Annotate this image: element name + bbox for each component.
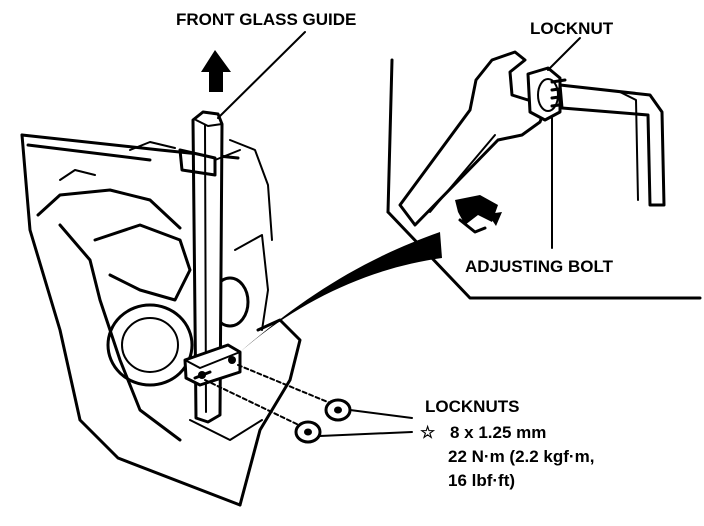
door-panel xyxy=(20,133,302,507)
locknut-lower-1 xyxy=(324,398,352,422)
label-locknut: LOCKNUT xyxy=(530,19,614,38)
up-arrow-icon xyxy=(201,50,231,92)
leader-lines xyxy=(217,31,581,437)
label-front-glass-guide: FRONT GLASS GUIDE xyxy=(176,10,356,29)
label-locknuts-torque-2: 16 lbf·ft) xyxy=(448,471,515,490)
label-adjusting-bolt: ADJUSTING BOLT xyxy=(465,257,614,276)
assembly-lines xyxy=(204,364,336,429)
star-icon: ☆ xyxy=(420,423,436,442)
label-locknuts-size: 8 x 1.25 mm xyxy=(450,423,546,442)
label-locknuts: LOCKNUTS xyxy=(425,397,519,416)
locknut-lower-2 xyxy=(294,420,322,444)
adjusting-bolt-inset xyxy=(550,78,666,207)
locknut-inset xyxy=(526,66,562,122)
label-locknuts-torque-1: 22 N·m (2.2 kgf·m, xyxy=(448,447,594,466)
rotate-arrow-icon xyxy=(455,195,502,234)
wrench xyxy=(398,50,550,227)
zoom-callout xyxy=(240,232,442,352)
lower-bracket xyxy=(183,343,242,387)
inset-panel xyxy=(386,58,702,300)
